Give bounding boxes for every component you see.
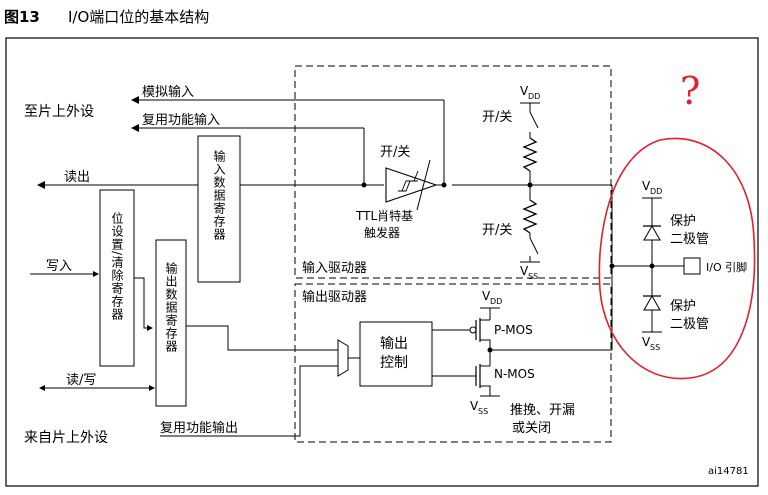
ttl-trigger-label-2: 触发器 bbox=[364, 225, 400, 240]
on-off-upper-label: 开/关 bbox=[482, 110, 512, 125]
output-data-to-mux-line bbox=[186, 325, 338, 351]
vdd-top-sub: DD bbox=[528, 92, 540, 101]
io-pin-box bbox=[683, 257, 701, 275]
to-peripheral-label: 至片上外设 bbox=[24, 104, 94, 120]
output-driver-region bbox=[294, 283, 612, 443]
input-driver-label: 输入驱动器 bbox=[302, 260, 367, 276]
output-mode-label-1: 推挽、开漏 bbox=[510, 402, 575, 418]
protect-bot-label-2: 二极管 bbox=[670, 317, 709, 332]
pmos-label: P-MOS bbox=[494, 323, 533, 337]
vss-diode-sub: SS bbox=[650, 343, 660, 352]
vdd-top-label: V bbox=[520, 84, 529, 98]
pullup-resistor bbox=[522, 137, 538, 172]
pullup-switch bbox=[529, 111, 539, 129]
pulldown-resistor bbox=[522, 199, 538, 234]
output-control-label-2: 控制 bbox=[380, 355, 408, 371]
hysteresis-icon bbox=[398, 170, 419, 192]
vdd-out-sub: DD bbox=[490, 297, 502, 306]
vss-diode-label: V bbox=[642, 335, 651, 349]
bus-junction bbox=[609, 263, 615, 269]
figure-code: ai14781 bbox=[708, 466, 749, 477]
vss-out-label: V bbox=[470, 399, 479, 413]
output-data-register bbox=[155, 239, 187, 407]
output-mux bbox=[337, 339, 349, 377]
figure-title: I/O端口位的基本结构 bbox=[68, 8, 209, 26]
question-mark-annotation: ? bbox=[680, 69, 700, 113]
output-control-box bbox=[359, 321, 433, 387]
protection-diode-bottom bbox=[643, 294, 661, 311]
schmitt-trigger bbox=[385, 167, 438, 203]
protect-top-label-2: 二极管 bbox=[670, 232, 709, 247]
nmos-label: N-MOS bbox=[494, 367, 535, 381]
alt-func-output-line bbox=[160, 365, 338, 437]
io-pin-label: I/O 引脚 bbox=[706, 260, 747, 274]
read-out-label: 读出 bbox=[64, 170, 90, 185]
protection-diode-top bbox=[643, 224, 661, 241]
vss-input-label: V bbox=[520, 264, 529, 278]
pull-junction bbox=[527, 182, 533, 188]
analog-input-label: 模拟输入 bbox=[142, 84, 194, 100]
bit-set-reset-register bbox=[99, 189, 135, 367]
output-control-label-1: 输出 bbox=[380, 336, 408, 352]
setreset-to-output-line bbox=[134, 277, 153, 331]
alt-func-output-label: 复用功能输出 bbox=[160, 420, 238, 436]
protect-top-label-1: 保护 bbox=[670, 214, 696, 229]
pmos-gate-bubble bbox=[469, 326, 477, 334]
pmos-drain bbox=[480, 339, 491, 350]
output-data-register-label: 输出数据寄存器 bbox=[164, 261, 178, 353]
outer-frame bbox=[5, 37, 759, 487]
from-peripheral-label: 来自片上外设 bbox=[24, 430, 108, 446]
on-off-lower-label: 开/关 bbox=[482, 223, 512, 238]
output-driver-label: 输出驱动器 bbox=[302, 289, 367, 305]
input-driver-region bbox=[294, 65, 612, 279]
alt-func-input-label: 复用功能输入 bbox=[142, 112, 220, 128]
nmos-source bbox=[480, 385, 491, 396]
trigger-enable-arrow bbox=[416, 159, 431, 211]
ttl-trigger-label-1: TTL肖特基 bbox=[355, 208, 413, 223]
input-data-register bbox=[197, 135, 241, 283]
vss-out-sub: SS bbox=[478, 407, 488, 416]
red-circle-annotation bbox=[598, 137, 756, 380]
vdd-diode-label: V bbox=[642, 179, 651, 193]
protect-bot-label-1: 保护 bbox=[670, 299, 696, 314]
read-write-label: 读/写 bbox=[66, 373, 96, 388]
on-off-trigger-label: 开/关 bbox=[380, 145, 410, 160]
bit-set-reset-register-label: 位设置/清除寄存器 bbox=[110, 211, 124, 321]
vss-input-sub: SS bbox=[528, 272, 538, 281]
output-mode-label-2: 或关闭 bbox=[512, 421, 551, 436]
vdd-diode-sub: DD bbox=[650, 187, 662, 196]
vdd-out-label: V bbox=[482, 289, 491, 303]
figure-number: 图13 bbox=[4, 8, 40, 26]
input-data-register-label: 输入数据寄存器 bbox=[212, 149, 226, 241]
write-in-label: 写入 bbox=[46, 259, 72, 274]
pulldown-switch bbox=[529, 237, 539, 255]
